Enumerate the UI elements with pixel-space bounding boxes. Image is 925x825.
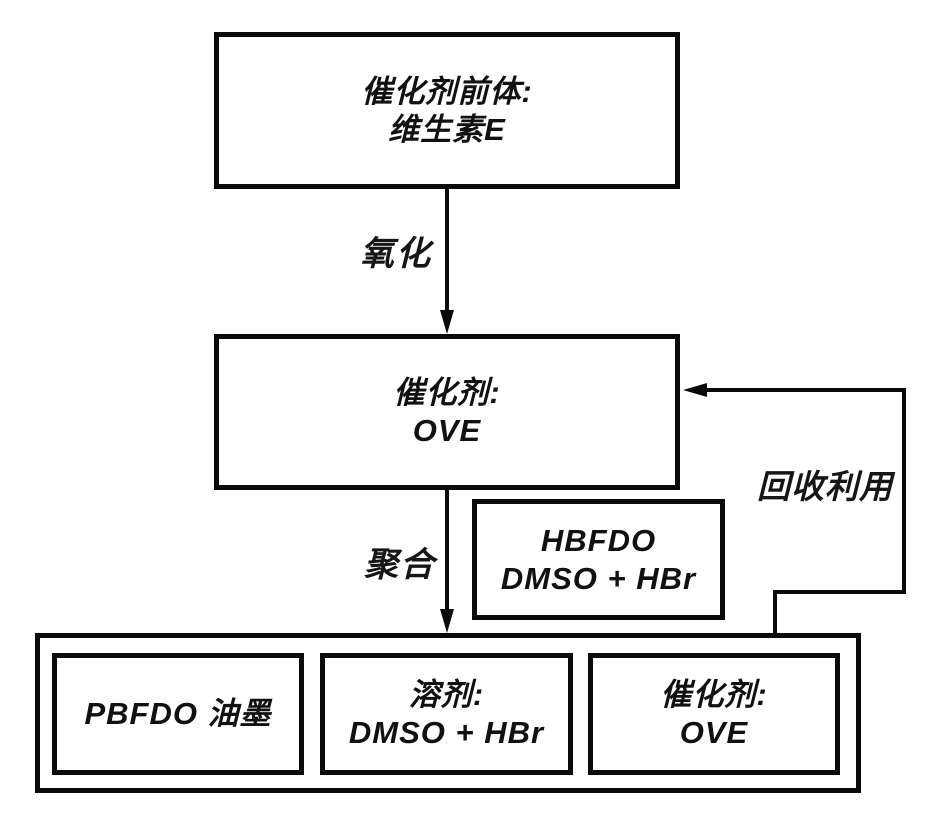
recovered-catalyst-box-line2: OVE [679,715,749,750]
oxidation-label: 氧化 [360,235,432,273]
oxidation-arrow-down-icon [440,189,454,334]
precursor-box: 催化剂前体: 维生素E [214,32,680,189]
recycle-label: 回收利用 [757,468,893,505]
feed-box-line1: HBFDO [540,522,657,558]
solvent-box-line1: 溶剂: [408,677,485,713]
polymerization-label: 聚合 [364,546,436,584]
recovered-catalyst-box-line1: 催化剂: [660,677,768,713]
ink-box: PBFDO 油墨 [52,653,304,775]
feed-box: HBFDO DMSO + HBr [472,499,725,620]
solvent-box-line2: DMSO + HBr [348,715,545,750]
precursor-box-line1: 催化剂前体: [361,73,533,109]
catalyst-box-line1: 催化剂: [393,375,501,411]
precursor-box-line2: 维生素E [388,111,506,147]
catalyst-box: 催化剂: OVE [214,334,680,490]
feed-box-line2: DMSO + HBr [500,560,697,596]
recycle-arrow-icon [683,383,906,633]
polymerization-arrow-down-icon [440,490,454,633]
catalyst-box-line2: OVE [412,413,482,448]
solvent-box: 溶剂: DMSO + HBr [320,653,573,775]
recovered-catalyst-box: 催化剂: OVE [588,653,840,775]
ink-box-line1: PBFDO 油墨 [84,696,272,732]
